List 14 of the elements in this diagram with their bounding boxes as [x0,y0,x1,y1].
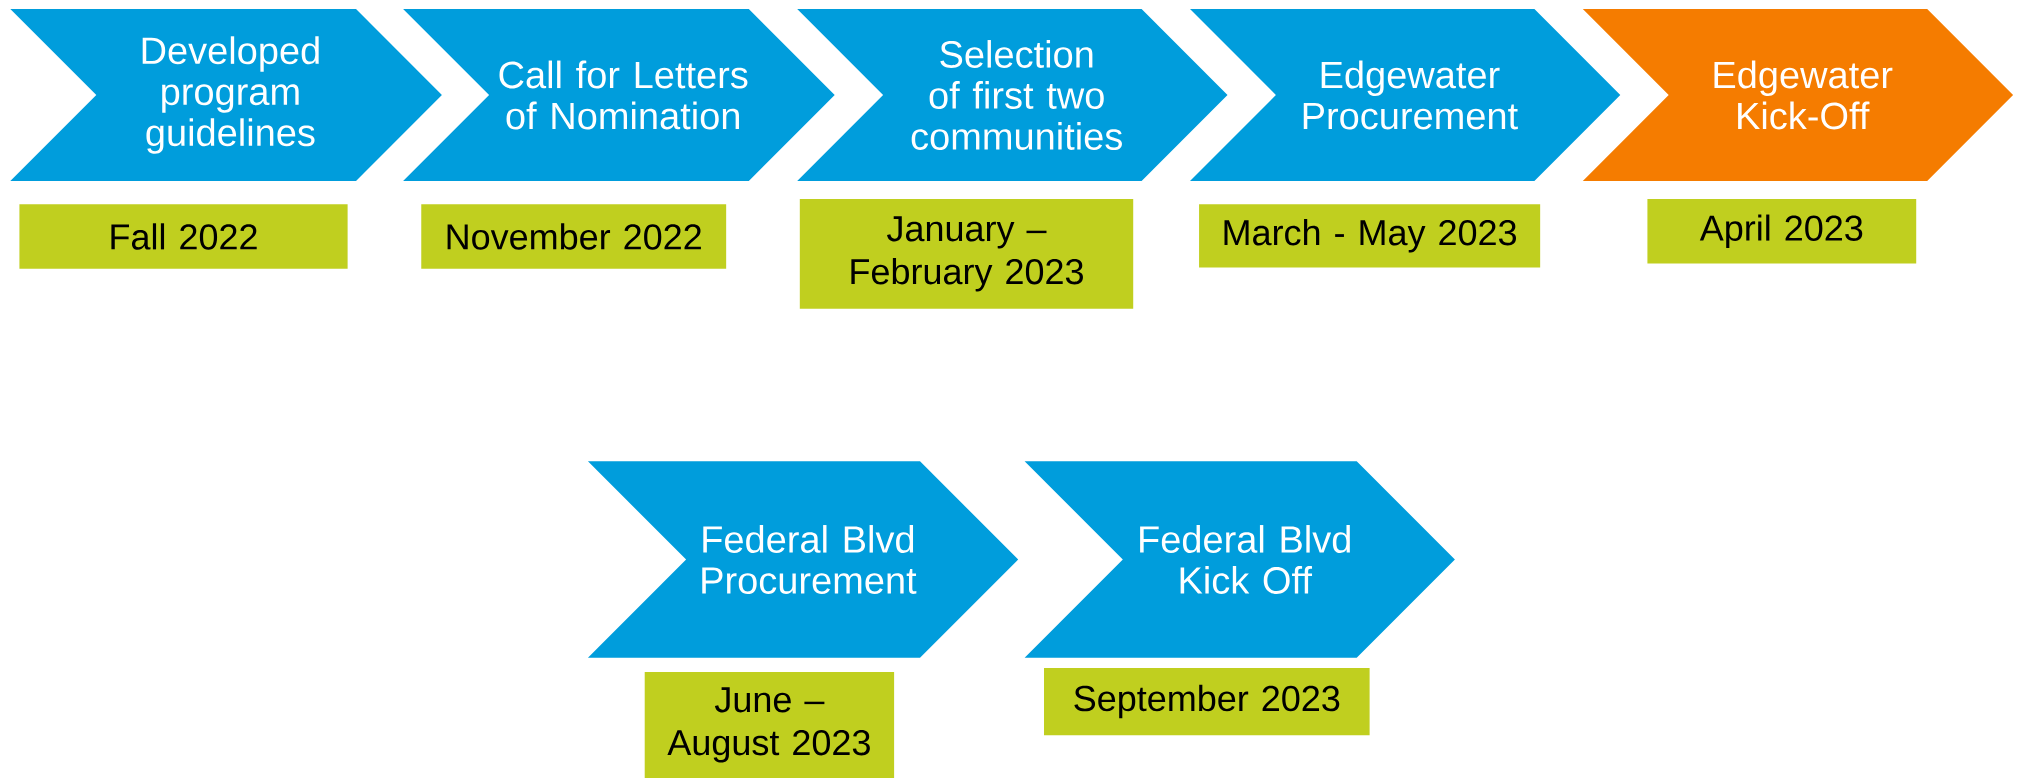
process-step: Call for Letters of Nomination [403,9,835,181]
date-box: June – August 2023 [644,671,895,778]
process-step: Edgewater Procurement [1190,9,1621,181]
date-box: January – February 2023 [799,199,1134,309]
date-box: Fall 2022 [19,204,348,269]
process-step: Developed program guidelines [10,9,442,181]
date-box: March - May 2023 [1199,204,1541,268]
date-box: November 2022 [421,204,727,269]
process-step: Selection of first two communities [797,9,1228,181]
process-step: Edgewater Kick-Off [1582,9,2014,181]
process-step: Federal Blvd Procurement [587,461,1019,658]
date-box: April 2023 [1647,199,1917,264]
date-box: September 2023 [1044,668,1370,736]
process-step: Federal Blvd Kick Off [1024,461,1455,658]
